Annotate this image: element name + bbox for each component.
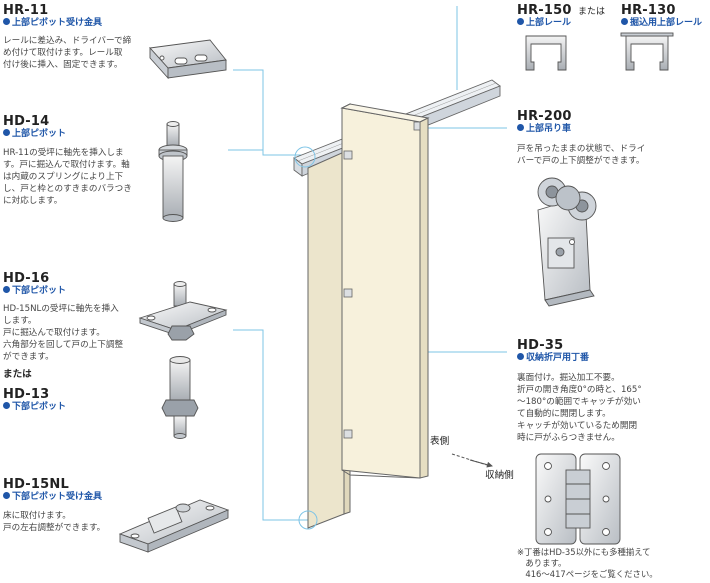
bullet-icon	[3, 129, 10, 136]
bullet-icon	[517, 124, 524, 131]
hr130-name: 掘込用上部レール	[621, 18, 702, 29]
bullet-icon	[517, 18, 524, 25]
or-label-top: または	[578, 7, 606, 17]
note-line: ※丁番はHD-35以外にも多種揃えて	[517, 547, 651, 557]
desc-line: ができます。	[3, 352, 54, 362]
hd16-code: HD-16	[3, 271, 50, 286]
hd35-name-text: 収納折戸用丁番	[526, 353, 590, 363]
note-line: 416～417ページをご覧ください。	[517, 569, 658, 579]
hr150-name: 上部レール	[517, 18, 571, 29]
bullet-icon	[517, 353, 524, 360]
hd16-name-text: 下部ピボット	[12, 286, 67, 296]
desc-line: 戸の左右調整ができます。	[3, 523, 106, 533]
hr150-rail-section-illustration	[525, 35, 567, 71]
hr11-name: 上部ピボット受け金具	[3, 18, 102, 29]
desc-line: 付け後に挿入、固定できます。	[3, 60, 123, 70]
note-line: あります。	[517, 558, 567, 568]
hr200-name: 上部吊り車	[517, 124, 571, 135]
bullet-icon	[3, 18, 10, 25]
hd15nl-name-text: 下部ピボット受け金具	[12, 492, 103, 502]
bullet-icon	[3, 286, 10, 293]
door-hinges	[343, 121, 421, 439]
hr11-callout-circle	[294, 146, 316, 168]
desc-line: は内蔵のスプリングにより上下	[3, 172, 124, 182]
desc-line: レールに差込み、ドライバーで締	[3, 36, 132, 46]
hd16-name: 下部ピボット	[3, 286, 66, 297]
hr150-code: HR-150	[517, 3, 572, 18]
hd14-pivot-illustration	[158, 121, 188, 222]
hd16-pivot-illustration	[138, 281, 228, 341]
hd15nl-bracket-illustration	[118, 499, 230, 553]
hd35-desc: 裏面付け。掘込加工不要。 折戸の開き角度0°の時と、165° ～180°の範囲で…	[517, 372, 642, 444]
hr11-code: HR-11	[3, 3, 49, 18]
footnote: ※丁番はHD-35以外にも多種揃えて あります。 416～417ページをご覧くだ…	[517, 547, 658, 580]
bullet-icon	[3, 492, 10, 499]
direction-arrow	[451, 453, 493, 468]
desc-line: キャッチが効いているため開閉	[517, 421, 638, 431]
desc-line: 六角部分を回して戸の上下調整	[3, 340, 124, 350]
desc-line: ～180°の範囲でキャッチが効い	[517, 397, 641, 407]
hd13-code: HD-13	[3, 387, 50, 402]
hd15nl-callout-circle	[298, 510, 318, 530]
hd14-code: HD-14	[3, 114, 50, 129]
desc-line: て自動的に開閉します。	[517, 409, 611, 419]
desc-line: 床に取付けます。	[3, 511, 71, 521]
hr11-name-text: 上部ピボット受け金具	[12, 18, 103, 28]
storage-side-label: 収納側	[485, 470, 514, 481]
hd16-desc: HD-15NLの受坪に軸先を挿入 します。 戸に掘込んで取付けます。 六角部分を…	[3, 303, 123, 363]
hd13-name: 下部ピボット	[3, 402, 66, 413]
desc-line: 戸に掘込んで取付けます。	[3, 328, 105, 338]
hr11-bracket-illustration	[149, 39, 227, 80]
desc-line: 戸を吊ったままの状態で、ドライ	[517, 144, 646, 154]
desc-line: に対応します。	[3, 196, 63, 206]
hd13-name-text: 下部ピボット	[12, 402, 67, 412]
desc-line: HD-15NLの受坪に軸先を挿入	[3, 304, 119, 314]
hr200-code: HR-200	[517, 109, 572, 124]
hd15nl-name: 下部ピボット受け金具	[3, 492, 102, 503]
desc-line: し、戸と枠とのすきまのバラつき	[3, 184, 132, 194]
desc-line: 裏面付け。掘込加工不要。	[517, 373, 620, 383]
bullet-icon	[3, 402, 10, 409]
desc-line: す。戸に掘込んで取付けます。軸	[3, 160, 130, 170]
desc-line: バーで戸の上下調整ができます。	[517, 156, 645, 166]
hr130-rail-section-illustration	[620, 32, 674, 71]
front-side-label: 表側	[430, 436, 450, 447]
folding-door	[307, 103, 430, 529]
or-label-left: または	[3, 369, 32, 380]
hd35-code: HD-35	[517, 338, 564, 353]
hd35-name: 収納折戸用丁番	[517, 353, 589, 364]
hr130-code: HR-130	[621, 3, 676, 18]
hd14-name: 上部ピボット	[3, 129, 66, 140]
bullet-icon	[621, 18, 628, 25]
hd15nl-code: HD-15NL	[3, 477, 69, 492]
hd35-hinge-illustration	[535, 453, 621, 545]
hr130-name-text: 掘込用上部レール	[630, 18, 703, 28]
hr11-desc: レールに差込み、ドライバーで締 め付けて取付けます。レール取 付け後に挿入、固定…	[3, 35, 131, 71]
hd13-pivot-illustration	[161, 356, 199, 439]
desc-line: 折戸の開き角度0°の時と、165°	[517, 385, 642, 395]
hr200-name-text: 上部吊り車	[526, 124, 572, 134]
desc-line: め付けて取付けます。レール取	[3, 48, 123, 58]
hd14-desc: HR-11の受坪に軸先を挿入しま す。戸に掘込んで取付けます。軸 は内蔵のスプリ…	[3, 147, 132, 207]
hr200-desc: 戸を吊ったままの状態で、ドライ バーで戸の上下調整ができます。	[517, 143, 645, 167]
desc-line: します。	[3, 316, 37, 326]
hr200-roller-illustration	[537, 177, 597, 307]
desc-line: HR-11の受坪に軸先を挿入しま	[3, 148, 124, 158]
hd15nl-desc: 床に取付けます。 戸の左右調整ができます。	[3, 510, 105, 534]
hd14-name-text: 上部ピボット	[12, 129, 67, 139]
desc-line: 時に戸がふらつきません。	[517, 433, 620, 443]
hr150-name-text: 上部レール	[526, 18, 572, 28]
